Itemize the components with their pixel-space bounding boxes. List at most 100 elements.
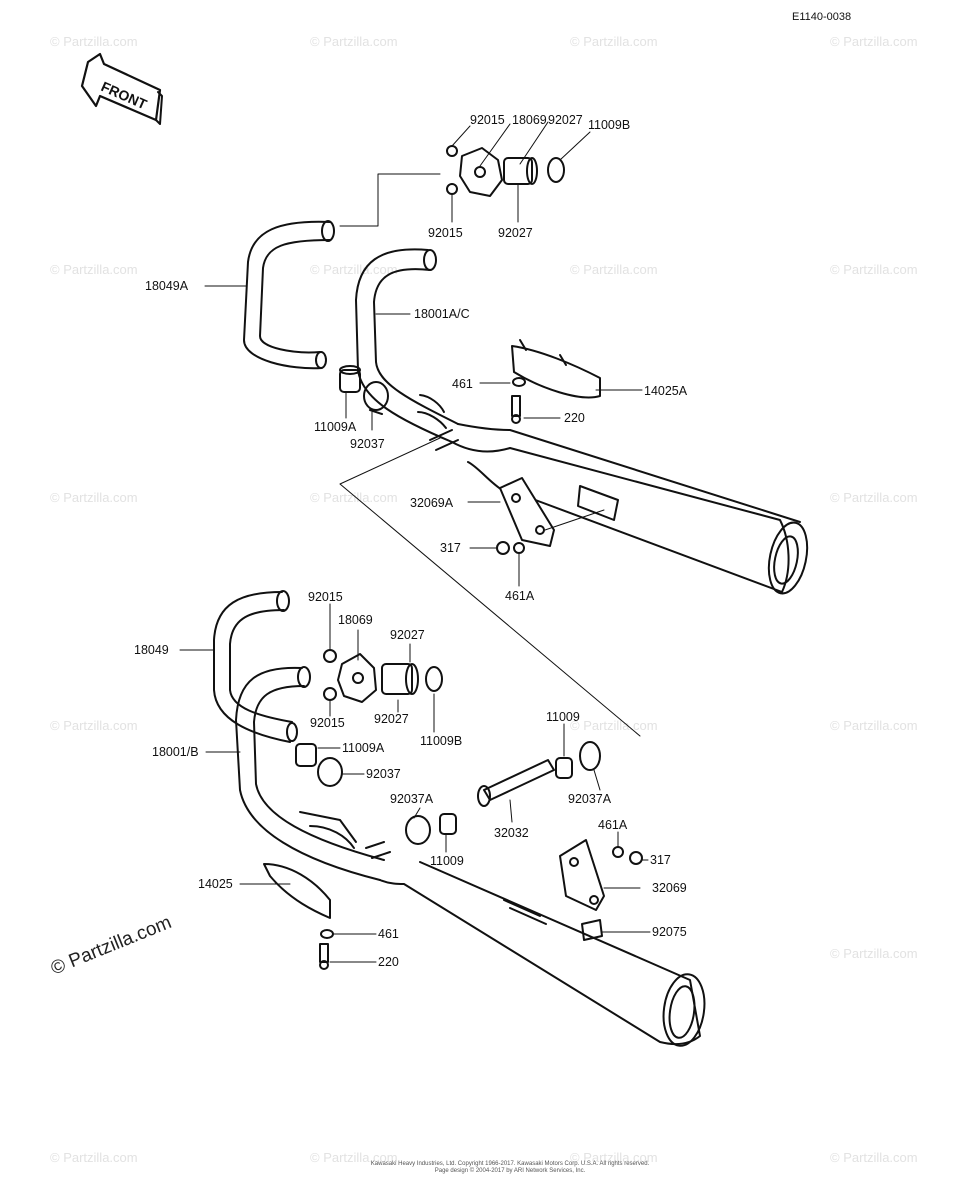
lower-clamp-92037 xyxy=(317,757,343,787)
watermark: © Partzilla.com xyxy=(830,262,918,277)
callout-lower-92075: 92075 xyxy=(652,925,687,939)
callout-lower-92015-bottom: 92015 xyxy=(310,716,345,730)
copyright-line: Page design © 2004-2017 by ARI Network S… xyxy=(434,1168,586,1174)
callout-lower-92027-top: 92027 xyxy=(390,628,425,642)
lower-gasket-11009-mid xyxy=(439,813,457,835)
upper-stub xyxy=(429,429,459,451)
callout-upper-18001AC: 18001A/C xyxy=(414,307,470,321)
callout-upper-461A: 461A xyxy=(505,589,535,603)
upper-header-pipe-18001AC xyxy=(355,248,459,443)
upper-nut-92015-top xyxy=(446,145,458,157)
callout-lower-92037A-right: 92037A xyxy=(568,792,612,806)
upper-washer-461 xyxy=(512,377,526,387)
lower-clamp-92037A-mid xyxy=(405,815,431,845)
watermark: © Partzilla.com xyxy=(50,718,138,733)
watermark: © Partzilla.com xyxy=(50,262,138,277)
upper-clamp-92037 xyxy=(363,381,389,415)
callout-upper-461: 461 xyxy=(452,377,473,391)
watermark: © Partzilla.com xyxy=(830,946,918,961)
watermark: © Partzilla.com xyxy=(830,718,918,733)
lower-header-pipe-18049 xyxy=(213,590,298,743)
lower-nut-317 xyxy=(629,851,643,865)
callout-lower-11009B: 11009B xyxy=(420,734,463,748)
watermark: © Partzilla.com xyxy=(310,1150,398,1165)
lower-nut-92015-top xyxy=(323,649,337,663)
lower-heat-guard-14025 xyxy=(263,863,331,919)
callout-upper-92027-top: 92027 xyxy=(548,113,583,127)
callout-lower-92027-bottom: 92027 xyxy=(374,712,409,726)
lower-flange-18069 xyxy=(337,653,377,703)
callout-upper-92015-top: 92015 xyxy=(470,113,505,127)
upper-muffler-mount xyxy=(577,485,619,521)
watermark: © Partzilla.com xyxy=(570,718,658,733)
watermark: © Partzilla.com xyxy=(50,1150,138,1165)
callout-lower-461: 461 xyxy=(378,927,399,941)
callout-lower-32069: 32069 xyxy=(652,881,687,895)
lower-muffler-mount xyxy=(503,899,547,925)
lower-bracket-32069 xyxy=(559,839,605,911)
callout-upper-92027-bottom: 92027 xyxy=(498,226,533,240)
lower-nut-92015-bottom xyxy=(323,687,337,701)
callout-lower-18049: 18049 xyxy=(134,643,169,657)
watermark: © Partzilla.com xyxy=(830,490,918,505)
lower-gasket-11009B xyxy=(425,666,443,692)
watermark: © Partzilla.com xyxy=(310,262,398,277)
copyright-line: Kawasaki Heavy Industries, Ltd. Copyrigh… xyxy=(370,1161,650,1167)
lower-gasket-11009-right xyxy=(555,757,573,779)
lower-header-pipe-18001B xyxy=(235,666,385,881)
lower-connecting-pipe-32032 xyxy=(477,759,555,807)
lower-clamp-92037A-right xyxy=(579,741,601,771)
lower-collar-92027 xyxy=(381,663,419,695)
upper-bracket-32069A xyxy=(499,477,555,547)
callout-lower-18001B: 18001/B xyxy=(152,745,199,759)
callout-upper-18049A: 18049A xyxy=(145,279,189,293)
callout-lower-14025: 14025 xyxy=(198,877,233,891)
watermark: © Partzilla.com xyxy=(570,262,658,277)
upper-muffler xyxy=(417,394,809,595)
lower-gasket-11009A xyxy=(295,743,317,767)
watermark: © Partzilla.com xyxy=(570,34,658,49)
lower-muffler xyxy=(299,811,706,1047)
callout-lower-317: 317 xyxy=(650,853,671,867)
upper-flange-18069 xyxy=(459,147,503,197)
callout-lower-92037: 92037 xyxy=(366,767,401,781)
callout-upper-32069A: 32069A xyxy=(410,496,454,510)
watermark: © Partzilla.com xyxy=(310,490,398,505)
upper-bolt-220 xyxy=(511,395,521,424)
watermark: © Partzilla.com xyxy=(570,1150,658,1165)
upper-heat-guard-14025A xyxy=(511,339,601,399)
upper-collar-92027 xyxy=(503,157,538,185)
callout-upper-317: 317 xyxy=(440,541,461,555)
callout-lower-461A: 461A xyxy=(598,818,628,832)
callout-lower-11009A: 11009A xyxy=(342,741,385,755)
watermark: © Partzilla.com xyxy=(310,34,398,49)
callout-lower-18069: 18069 xyxy=(338,613,373,627)
lower-leader-lines xyxy=(179,603,651,963)
lower-damper-92075 xyxy=(581,919,603,941)
callout-upper-11009A: 11009A xyxy=(314,420,357,434)
front-arrow-icon: FRONT xyxy=(80,52,163,125)
upper-gasket-11009B xyxy=(547,157,565,183)
watermark: © Partzilla.com xyxy=(50,34,138,49)
upper-gasket-11009A xyxy=(339,365,361,393)
upper-washer-461A xyxy=(513,542,525,554)
callout-lower-92015-top: 92015 xyxy=(308,590,343,604)
lower-washer-461 xyxy=(320,929,334,939)
lower-washer-461A xyxy=(612,846,624,858)
callout-upper-220: 220 xyxy=(564,411,585,425)
callout-upper-14025A: 14025A xyxy=(644,384,688,398)
lower-bolt-220 xyxy=(319,943,329,970)
diagram-code: E1140-0038 xyxy=(792,11,852,23)
callout-lower-11009-right: 11009 xyxy=(546,710,580,724)
watermark: © Partzilla.com xyxy=(830,1150,918,1165)
upper-nut-92015-bottom xyxy=(446,183,458,195)
callout-upper-92015-bottom: 92015 xyxy=(428,226,463,240)
callout-upper-11009B: 11009B xyxy=(588,118,631,132)
callout-upper-18069: 18069 xyxy=(512,113,547,127)
callout-lower-220: 220 xyxy=(378,955,399,969)
watermark: © Partzilla.com xyxy=(830,34,918,49)
upper-nut-317 xyxy=(496,541,510,555)
upper-leader-lines xyxy=(204,121,643,737)
